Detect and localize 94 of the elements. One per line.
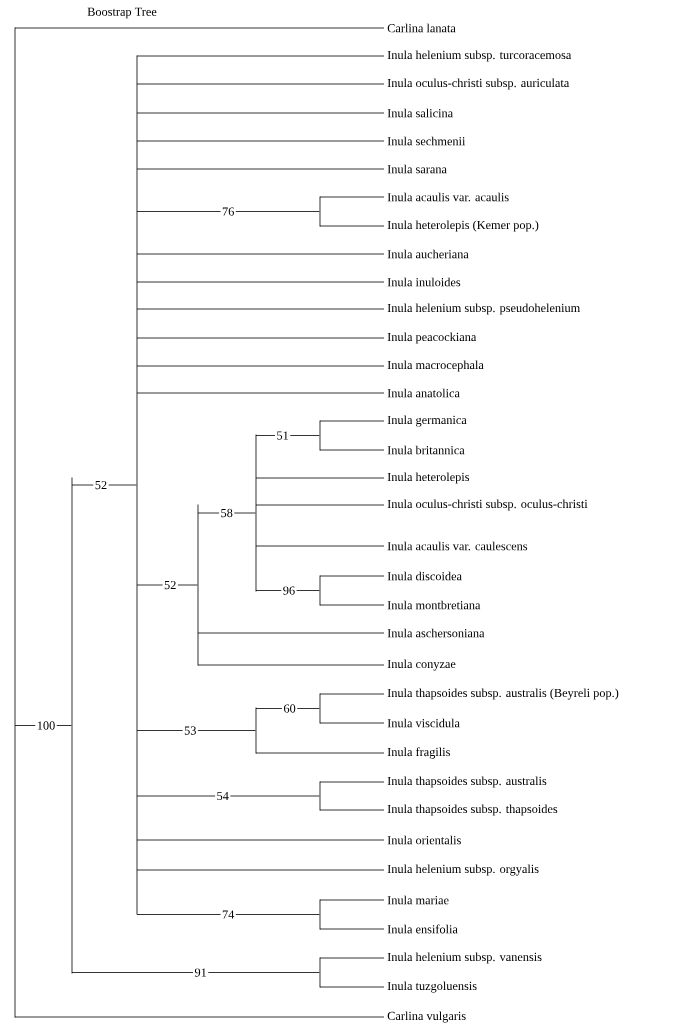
bootstrap-value: 60 <box>281 703 298 714</box>
branch-line <box>319 693 385 695</box>
branch-line <box>136 392 385 394</box>
taxon-label: Inula thapsoides subsp. australis (Beyreli pop.) <box>387 688 619 700</box>
branch-line <box>255 504 385 506</box>
branch-line <box>319 575 385 577</box>
branch-line <box>319 196 385 198</box>
bootstrap-value: 76 <box>220 206 236 217</box>
bootstrap-value: 52 <box>93 480 109 490</box>
tree-title: Boostrap Tree <box>87 7 157 19</box>
taxon-label: Inula heterolepis <box>387 472 470 484</box>
bootstrap-value: 91 <box>193 967 209 978</box>
taxon-label: Inula inuloides <box>387 277 461 287</box>
branch-line <box>136 869 385 871</box>
taxon-label: Inula viscidula <box>387 718 460 728</box>
branch-line <box>197 512 256 514</box>
taxon-label: Inula britannica <box>387 445 465 455</box>
taxon-label: Inula helenium subsp. turcoracemosa <box>387 50 572 62</box>
bootstrap-value: 51 <box>274 430 291 441</box>
branch-line <box>136 211 320 212</box>
taxon-label: Inula heterolepis (Kemer pop.) <box>387 220 539 232</box>
branch-line <box>136 365 385 367</box>
taxon-label: Carlina lanata <box>387 23 456 33</box>
branch-line <box>136 281 385 283</box>
branch-line <box>71 972 320 973</box>
branch-line <box>319 420 385 422</box>
branch-line <box>255 708 320 709</box>
branch-line <box>136 55 385 57</box>
bootstrap-value: 52 <box>162 580 178 590</box>
bootstrap-value: 96 <box>281 585 297 596</box>
taxon-label: Inula sechmenii <box>387 136 466 146</box>
branch-line <box>319 986 385 988</box>
branch-line <box>136 168 385 170</box>
taxon-label: Carlina vulgaris <box>387 1011 466 1023</box>
branch-line <box>255 435 320 436</box>
taxon-label: Inula helenium subsp. vanensis <box>387 952 542 964</box>
branch-line <box>71 484 137 486</box>
branch-line <box>197 632 385 634</box>
taxon-label: Inula fragilis <box>387 747 450 759</box>
branch-line <box>136 584 198 586</box>
taxon-label: Inula conyzae <box>387 659 456 671</box>
taxon-label: Inula thapsoides subsp. australis <box>387 776 547 788</box>
branch-line <box>14 27 385 29</box>
branch-line <box>136 83 385 85</box>
taxon-label: Inula peacockiana <box>387 332 477 344</box>
bootstrap-value: 54 <box>215 791 231 801</box>
taxon-label: Inula oculus-christi subsp. auriculata <box>387 78 570 90</box>
taxon-label: Inula tuzgoluensis <box>387 981 477 993</box>
taxon-label: Inula thapsoides subsp. thapsoides <box>387 804 558 816</box>
branch-line <box>136 140 385 142</box>
branch-line <box>319 449 385 451</box>
branch-line <box>136 337 385 339</box>
branch-line <box>255 545 385 547</box>
branch-line <box>319 604 385 606</box>
taxon-label: Inula aschersoniana <box>387 628 485 638</box>
branch-line <box>319 781 385 783</box>
bootstrap-value: 58 <box>219 508 235 518</box>
taxon-label: Inula orientalis <box>387 835 461 845</box>
taxon-label: Inula discoidea <box>387 571 462 581</box>
taxon-label: Inula macrocephala <box>387 360 484 372</box>
branch-line <box>319 722 385 724</box>
taxon-label: Inula acaulis var. caulescens <box>387 541 528 551</box>
branch-line <box>255 752 385 754</box>
branch-line <box>136 112 385 114</box>
branch-line <box>319 809 385 811</box>
bootstrap-value: 74 <box>220 909 236 920</box>
taxon-label: Inula sarana <box>387 164 447 174</box>
taxon-label: Inula ensifolia <box>387 924 458 934</box>
branch-line <box>197 664 385 666</box>
branch-line <box>136 253 385 255</box>
taxon-label: Inula salicina <box>387 108 453 118</box>
branch-line <box>319 225 385 227</box>
branch-line <box>136 914 320 915</box>
branch-line <box>136 839 385 841</box>
taxon-label: Inula helenium subsp. orgyalis <box>387 864 539 876</box>
branch-line <box>136 308 385 310</box>
branch-line <box>136 795 320 797</box>
branch-line <box>136 730 256 731</box>
taxon-label: Inula aucheriana <box>387 249 469 259</box>
taxon-label: Inula germanica <box>387 415 467 427</box>
bootstrap-value: 53 <box>182 725 198 736</box>
taxon-label: Inula montbretiana <box>387 600 481 610</box>
taxon-label: Inula helenium subsp. pseudohelenium <box>387 303 581 315</box>
branch-line <box>14 725 72 726</box>
bootstrap-value: 100 <box>35 720 57 731</box>
branch-line <box>319 957 385 959</box>
taxon-label: Inula anatolica <box>387 388 460 398</box>
taxon-label: Inula acaulis var. acaulis <box>387 192 509 202</box>
branch-line <box>14 1016 385 1018</box>
taxon-label: Inula mariae <box>387 895 449 905</box>
branch-line <box>319 899 385 901</box>
branch-line <box>319 928 385 930</box>
taxon-label: Inula oculus-christi subsp. oculus-christi <box>387 499 588 511</box>
branch-line <box>255 477 385 479</box>
